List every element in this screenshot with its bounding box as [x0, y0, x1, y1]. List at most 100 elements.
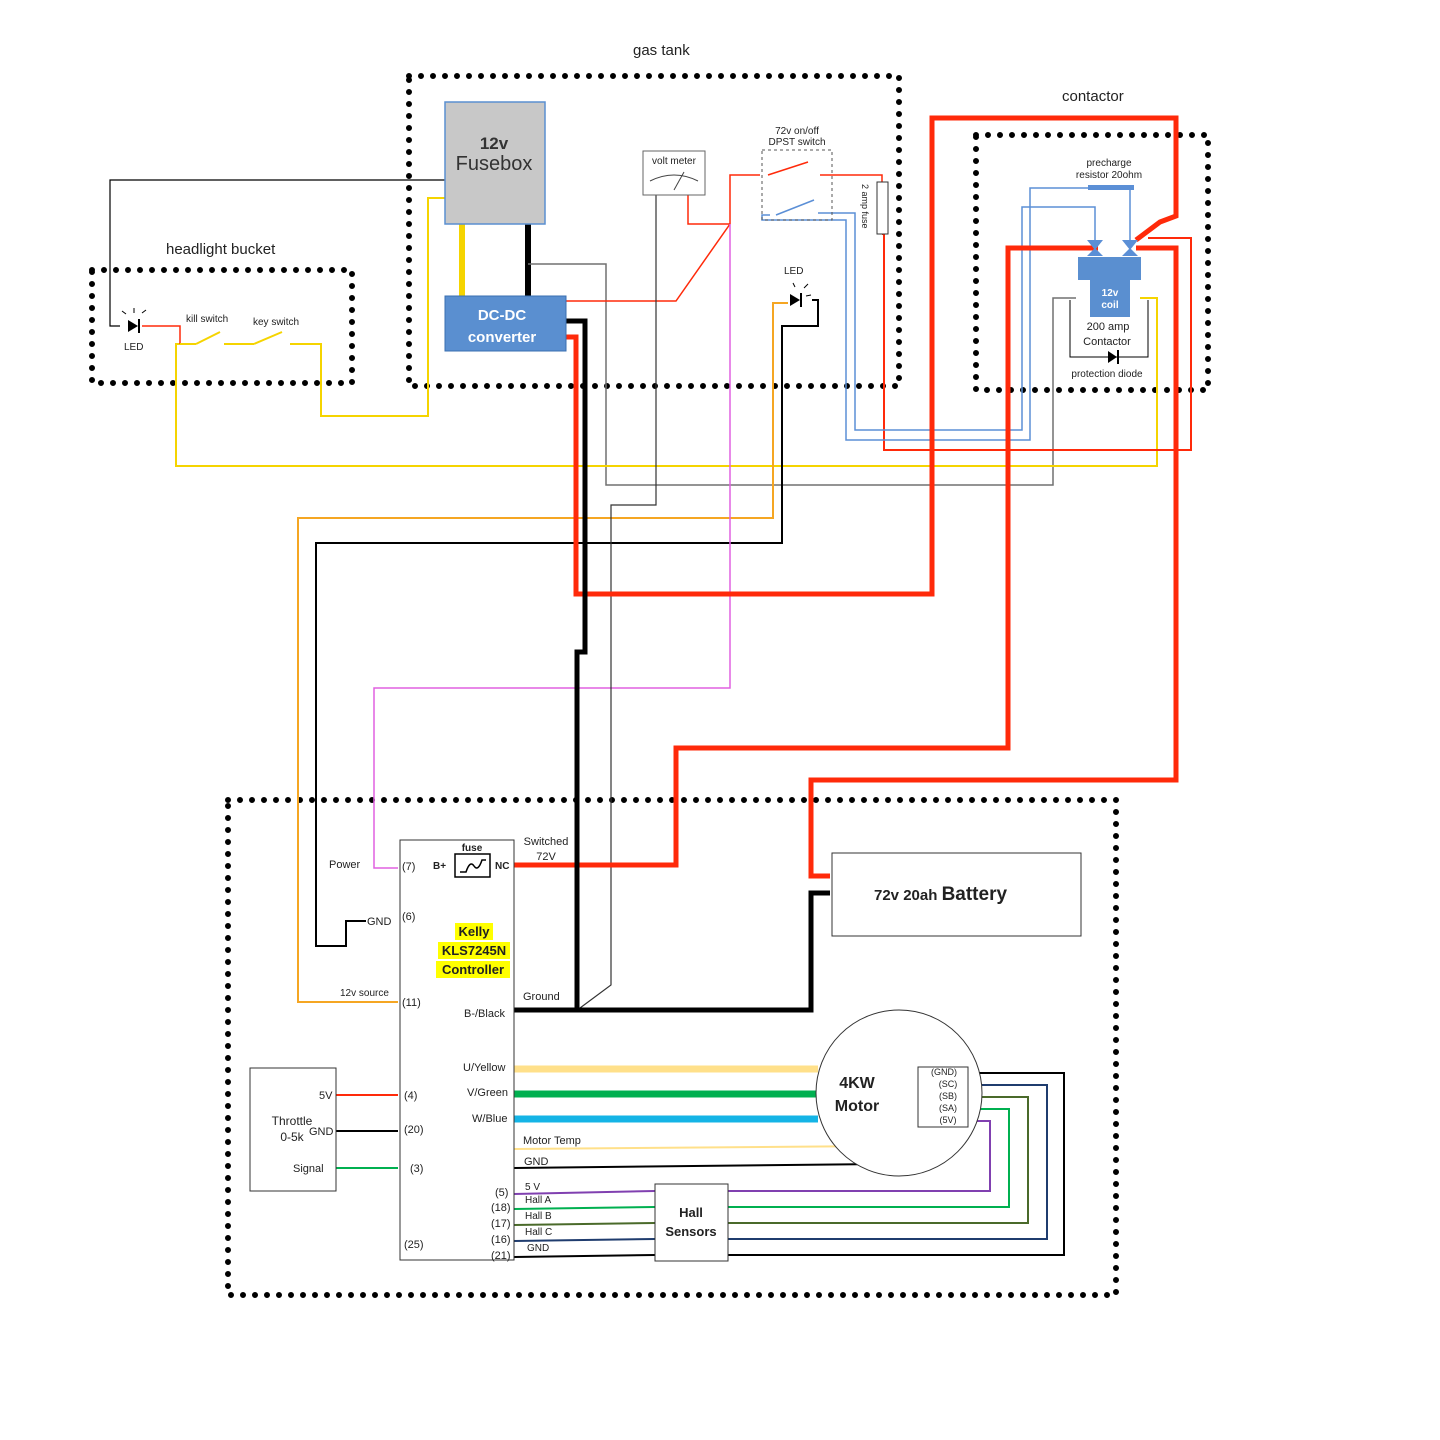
gas-tank-led-icon	[790, 282, 812, 307]
gnd-label: GND	[367, 916, 392, 928]
controller-name-hl-2	[438, 942, 510, 959]
throttle-label-1: Throttle	[272, 1114, 313, 1128]
pin-7: (7)	[402, 861, 415, 873]
wire-red-thick-controller	[514, 245, 1098, 868]
switched-label: Switched	[524, 836, 569, 848]
battery-box	[831, 852, 1082, 937]
hall-b-label: Hall B	[525, 1211, 552, 1222]
dpst-red-blade	[767, 161, 809, 176]
throttle-label-2: 0-5k	[280, 1130, 304, 1144]
headlight-bucket-zone	[89, 267, 355, 386]
wire-motor-gnd	[513, 1163, 883, 1169]
motor-pin-sc: (SC)	[939, 1079, 958, 1089]
hall-c-label: Hall C	[525, 1227, 552, 1238]
dpst-label-1: 72v on/off	[775, 126, 819, 137]
contactor-terminals	[1087, 240, 1138, 256]
wire-blue-dpst-2	[818, 206, 1096, 431]
contactor-name-label: Contactor	[1083, 336, 1131, 348]
fuse-2amp-label: 2 amp fuse	[860, 184, 870, 229]
pin-21: (21)	[491, 1250, 511, 1262]
pin-18: (18)	[491, 1202, 511, 1214]
wire-pink-power	[373, 224, 731, 869]
contactor-coil	[1090, 280, 1130, 317]
wire-motor-temp	[513, 1145, 881, 1150]
wire-red-thick-dcdc	[566, 115, 1179, 597]
hall-sensors-label-2: Sensors	[665, 1224, 716, 1239]
volt-meter-pointer	[673, 171, 685, 191]
volt-meter-needle	[649, 174, 699, 182]
v-label: V/Green	[467, 1087, 508, 1099]
wire-red-fuse-contactor	[882, 233, 1192, 451]
pin-4: (4)	[404, 1090, 417, 1102]
headlight-led-icon	[121, 308, 147, 333]
dpst-switch	[761, 149, 833, 221]
fusebox-label-1: 12v	[480, 134, 509, 153]
wire-hall-a-c	[513, 1206, 656, 1210]
controller-name-2: KLS7245N	[442, 943, 506, 958]
wire-hall-b-c	[513, 1222, 656, 1226]
wire-hall-5v	[728, 1120, 991, 1192]
precharge-label-2: resistor 20ohm	[1076, 170, 1142, 181]
wire-yellow-kill-loop	[175, 297, 1158, 467]
contactor-zone	[973, 132, 1211, 393]
coil-label-2: coil	[1101, 300, 1118, 311]
wire-yellow-fusebox-key	[300, 197, 445, 417]
controller-zone	[225, 797, 1119, 1298]
hall-5v-label: 5 V	[525, 1182, 540, 1193]
wire-hall-gnd	[728, 1072, 1065, 1256]
hall-sensors-box	[654, 1183, 729, 1262]
contactor-zone-label: contactor	[1062, 88, 1124, 105]
pin-20: (20)	[404, 1124, 424, 1136]
gas-tank-led-label: LED	[784, 266, 803, 277]
dpst-blue-blade	[775, 199, 815, 216]
wire-black-thick-battery	[514, 890, 830, 1013]
pin-3: (3)	[410, 1163, 423, 1175]
power-label: Power	[329, 859, 361, 871]
pin-6: (6)	[402, 911, 415, 923]
ground-label: Ground	[523, 991, 560, 1003]
kill-switch-blade	[195, 331, 221, 345]
wire-hall-c	[728, 1084, 1048, 1240]
wire-red-voltmeter	[687, 195, 730, 225]
pin-17: (17)	[491, 1218, 511, 1230]
motor-pin-gnd: (GND)	[931, 1067, 957, 1077]
coil-label-1: 12v	[1102, 288, 1119, 299]
wire-black-voltmeter	[579, 195, 657, 1009]
wire-grey-fusebox	[528, 263, 1076, 486]
throttle-gnd: GND	[309, 1126, 334, 1138]
protection-diode-icon	[1108, 350, 1119, 364]
motor-label-2: Motor	[835, 1098, 879, 1115]
motor-hall-connector	[917, 1066, 969, 1128]
gas-tank-label: gas tank	[633, 42, 690, 59]
volt-meter-label: volt meter	[652, 156, 697, 167]
wire-orange-12v	[297, 302, 788, 1003]
headlight-bucket-label: headlight bucket	[166, 241, 276, 258]
controller-nc: NC	[495, 861, 509, 872]
key-switch-blade	[253, 331, 283, 345]
src12-label: 12v source	[340, 988, 389, 999]
dcdc-label-2: converter	[468, 329, 537, 346]
battery-label-prefix: 72v 20ah	[874, 887, 942, 904]
precharge-label-1: precharge	[1086, 158, 1131, 169]
motor-gnd-label: GND	[524, 1156, 549, 1168]
wire-fusebox-led-ground	[109, 179, 445, 327]
dcdc-label-1: DC-DC	[478, 307, 526, 324]
dpst-label-2: DPST switch	[768, 137, 825, 148]
motor-pin-5v: (5V)	[939, 1115, 956, 1125]
pin-16: (16)	[491, 1234, 511, 1246]
throttle-box	[249, 1067, 337, 1192]
w-label: W/Blue	[472, 1113, 507, 1125]
key-switch-label: key switch	[253, 317, 299, 328]
controller-name-hl-3	[436, 961, 510, 978]
motor-pin-sa: (SA)	[939, 1103, 957, 1113]
wire-hall-gnd-c	[513, 1254, 656, 1258]
motor	[815, 1009, 983, 1177]
fuse-2amp	[876, 181, 889, 235]
kill-switch-label: kill switch	[186, 314, 228, 325]
controller-fuse-symbol	[460, 859, 486, 873]
volt-meter	[642, 150, 706, 196]
gas-tank-zone	[406, 73, 902, 389]
hall-a-label: Hall A	[525, 1195, 551, 1206]
pin-5: (5)	[495, 1187, 508, 1199]
motor-pin-sb: (SB)	[939, 1091, 957, 1101]
